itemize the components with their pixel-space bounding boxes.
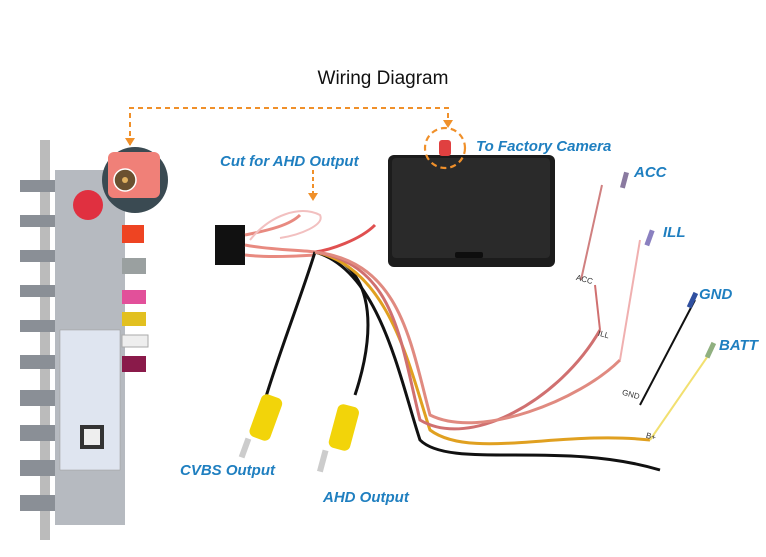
diagram-title: Wiring Diagram [317, 68, 449, 89]
label-gnd: GND [699, 286, 733, 303]
wires [263, 184, 713, 472]
label-ill: ILL [663, 224, 686, 241]
fakra-connector-zoom [102, 147, 168, 213]
label-to-factory-camera: To Factory Camera [476, 138, 612, 155]
interface-box [388, 126, 555, 267]
label-cut-for-ahd: Cut for AHD Output [220, 153, 359, 170]
harness-connector [215, 210, 322, 265]
dashed-link-line [129, 107, 449, 145]
head-unit-module [20, 140, 149, 540]
wire-pins [619, 171, 717, 359]
label-acc: ACC [634, 164, 667, 181]
label-cvbs-output: CVBS Output [180, 462, 275, 479]
cvbs-rca-plug [238, 394, 283, 459]
label-batt: BATT [719, 337, 758, 354]
label-ahd-output: AHD Output [323, 489, 409, 506]
ahd-rca-plug [316, 404, 359, 473]
